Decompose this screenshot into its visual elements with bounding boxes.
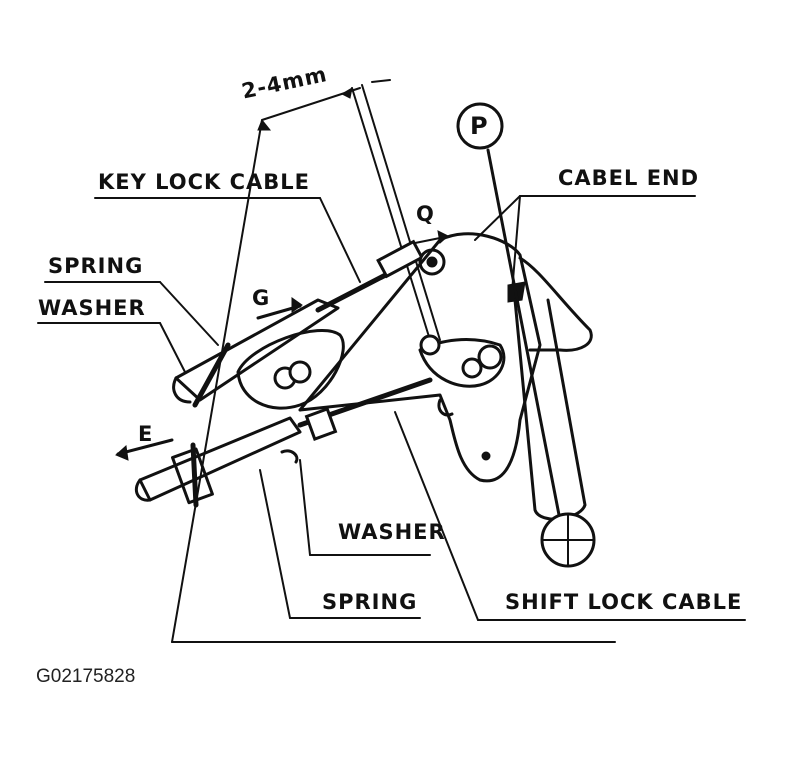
p-mark-label: P xyxy=(470,112,489,140)
movement-arrows xyxy=(115,230,449,461)
g-mark-label: G xyxy=(252,286,271,310)
q-mark-label: Q xyxy=(416,202,435,226)
spring-top-label: SPRING xyxy=(48,254,144,278)
key-lock-cable-assembly xyxy=(172,239,446,410)
shift-lever xyxy=(486,148,596,568)
cabel-end-label: CABEL END xyxy=(558,166,700,190)
e-mark-label: E xyxy=(138,422,154,446)
washer-top-label: WASHER xyxy=(38,296,146,320)
lever-bracket xyxy=(298,232,593,483)
figure-code: G02175828 xyxy=(36,666,136,687)
p-position-marker xyxy=(456,102,504,150)
dimension-lines xyxy=(171,79,441,643)
leader-lines xyxy=(37,195,746,643)
spring-bottom-label: SPRING xyxy=(322,590,418,614)
shift-lock-cable-label: SHIFT LOCK CABLE xyxy=(505,590,743,614)
key-lock-cable-label: KEY LOCK CABLE xyxy=(98,170,311,194)
shift-lock-cable-assembly xyxy=(134,377,433,508)
washer-bottom-label: WASHER xyxy=(338,520,446,544)
